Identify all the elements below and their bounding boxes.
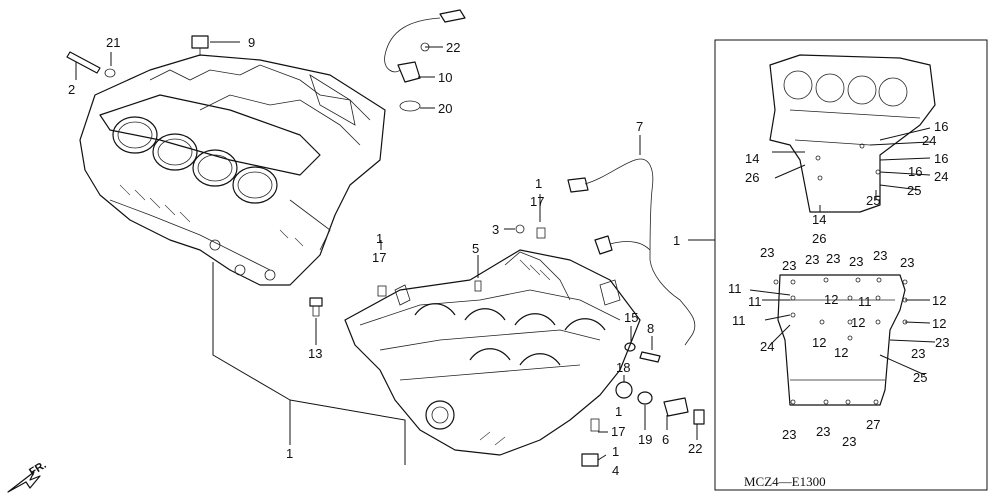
sensor-wire-7-part [567,158,696,346]
callout-3: 3 [492,222,499,237]
dowel-17b-part [536,227,546,239]
washer-3-part [515,224,525,234]
callout-17-b: 17 [372,250,386,265]
callout-17-c: 17 [611,424,625,439]
lower-case-outline [777,274,906,406]
panel-callout-25-c: 25 [913,370,927,385]
panel-callout-24-a: 24 [922,133,936,148]
callout-10: 10 [438,70,452,85]
panel-callout-25-b: 25 [866,193,880,208]
panel-callout-24-c: 24 [760,339,774,354]
panel-callout-labels: 14 26 16 24 16 24 16 25 14 26 25 23 23 2… [728,119,949,449]
plug-18-part [615,381,633,399]
callout-9: 9 [248,35,255,50]
panel-callout-24-b: 24 [934,169,948,184]
panel-callout-26-a: 26 [745,170,759,185]
lower-crankcase-illustration [344,249,641,456]
panel-callout-12-b: 12 [932,293,946,308]
callout-1-c: 1 [615,404,622,419]
callout-22-top: 22 [446,40,460,55]
dowel-5-part [474,280,482,292]
panel-callout-11-b: 11 [748,294,762,309]
callout-20: 20 [438,101,452,116]
bolt-22-part [693,409,705,425]
panel-callout-16-c: 16 [908,164,922,179]
panel-callout-12-d: 12 [932,316,946,331]
panel-callout-23-i: 23 [935,335,949,350]
panel-callout-16-b: 16 [934,151,948,166]
panel-callout-23-f: 23 [873,248,887,263]
panel-callout-12-e: 12 [812,335,826,350]
callout-1-b: 1 [376,231,383,246]
panel-callout-23-b: 23 [782,258,796,273]
panel-callout-16-a: 16 [934,119,948,134]
callout-labels: 21 2 9 22 10 20 7 1 17 3 1 17 5 13 15 8 … [68,35,702,478]
diagram-code: MCZ4—E1300 [744,474,826,489]
callout-2: 2 [68,82,75,97]
panel-callout-23-d: 23 [826,251,840,266]
panel-callout-11-a: 11 [728,281,742,296]
upper-crankcase-illustration [79,54,386,286]
washer-15-part [624,342,636,352]
panel-callout-23-a: 23 [760,245,774,260]
panel-callout-27: 27 [866,417,880,432]
panel-callout-12-f: 12 [834,345,848,360]
panel-callout-14-b: 14 [812,212,826,227]
callout-4: 4 [612,463,619,478]
panel-callout-11-c: 11 [858,294,872,309]
panel-callout-23-k: 23 [816,424,830,439]
dowel-pin-part [66,51,116,78]
bolt-pattern-frame [714,39,988,491]
panel-callout-25-a: 25 [907,183,921,198]
callout-18: 18 [616,360,630,375]
panel-callout-12-c: 12 [851,315,865,330]
panel-callout-14-a: 14 [745,151,759,166]
switch-8-part [639,351,661,363]
leader-lines [7,41,715,493]
callout-13: 13 [308,346,322,361]
callout-15: 15 [624,310,638,325]
bolt-13-part [309,297,323,317]
panel-callout-23-g: 23 [900,255,914,270]
callout-1-d: 1 [612,444,619,459]
callout-1-a: 1 [535,176,542,191]
callout-7: 7 [636,119,643,134]
dowel-17a-part [377,285,387,297]
bolt-pattern-panel [714,39,988,491]
panel-callout-26-b: 26 [812,231,826,246]
oring-19-part [637,391,653,405]
dowel-17c-part [590,418,600,432]
callout-5: 5 [472,241,479,256]
bracket-6-part [663,397,689,417]
sensor-part [384,9,466,112]
upper-case-outline [769,54,936,213]
panel-callout-23-c: 23 [805,252,819,267]
callout-22-bottom: 22 [688,441,702,456]
callout-1-f: 1 [673,233,680,248]
callout-21: 21 [106,35,120,50]
bolt-4-part [581,453,599,467]
panel-callout-23-j: 23 [782,427,796,442]
bolt-part [191,35,209,56]
panel-callout-11-d: 11 [732,313,746,328]
front-direction-arrow [7,471,41,493]
panel-callout-23-l: 23 [842,434,856,449]
panel-callout-23-h: 23 [911,346,925,361]
callout-19: 19 [638,432,652,447]
panel-callout-12-a: 12 [824,292,838,307]
callout-6: 6 [662,432,669,447]
panel-callout-23-e: 23 [849,254,863,269]
direction-label: FR. [27,459,48,479]
callout-17-a: 17 [530,194,544,209]
callout-1-e: 1 [286,446,293,461]
callout-8: 8 [647,321,654,336]
